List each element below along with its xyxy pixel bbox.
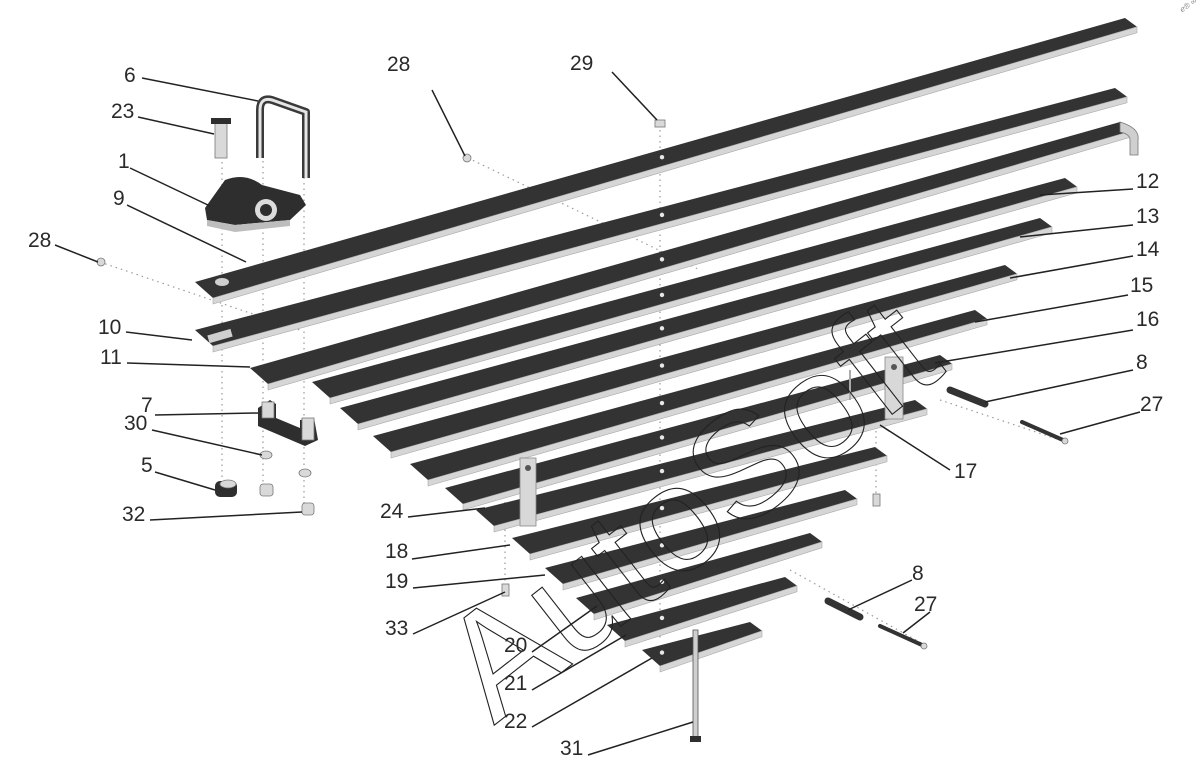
leaf-curled-end (1119, 121, 1139, 156)
leaf-8-edge (462, 363, 953, 511)
callout-33: 33 (385, 617, 408, 640)
nut-32 (301, 502, 315, 516)
leaf-12-edge (593, 541, 823, 621)
leaf-13-edge (624, 585, 798, 648)
center-hole (659, 435, 665, 440)
callout-17: 17 (954, 460, 977, 483)
callout-18: 18 (385, 540, 408, 563)
callout-12: 12 (1136, 170, 1159, 193)
nut-5 (215, 479, 237, 497)
leaf-9-edge (493, 408, 928, 533)
rivet-right (872, 493, 881, 507)
center-hole (659, 505, 665, 511)
bolt-23 (211, 118, 231, 159)
leaf-5-edge (357, 226, 1053, 431)
callout-22: 22 (504, 710, 527, 733)
rebound-clip-17 (849, 356, 904, 420)
callout-1: 1 (118, 150, 130, 173)
callout-20: 20 (504, 634, 527, 657)
callout-23: 23 (111, 100, 134, 123)
bolt-27-lower (878, 624, 928, 650)
callout-6: 6 (124, 64, 136, 87)
center-hole (659, 400, 665, 406)
leaf-6-top (373, 265, 1017, 452)
rivet-33 (501, 583, 510, 597)
nut-middle (259, 483, 274, 497)
callout-16: 16 (1136, 308, 1159, 331)
callout-14: 14 (1136, 238, 1160, 261)
leaf-7-edge (427, 318, 988, 487)
leaf-eye-hole (215, 278, 229, 286)
callout-27-upper: 27 (1140, 393, 1163, 416)
leaf-8-top (445, 355, 952, 504)
callout-27-lower: 27 (914, 593, 937, 616)
callout-21: 21 (504, 672, 527, 695)
spring-bracket (205, 176, 306, 232)
callout-8-lower: 8 (912, 562, 924, 585)
u-bolt (256, 95, 310, 178)
leaf-3-top (250, 122, 1132, 384)
callout-28-left: 28 (28, 229, 51, 252)
bolt-head-29 (654, 119, 666, 128)
leaf-4-top (312, 178, 1077, 398)
callout-13: 13 (1136, 205, 1159, 228)
callout-9: 9 (113, 187, 125, 210)
washers (259, 450, 312, 478)
center-hole (659, 292, 665, 298)
leaf-1-top (195, 18, 1137, 298)
leaf-slot (207, 328, 233, 344)
center-hole (659, 615, 665, 621)
callout-10: 10 (98, 316, 121, 339)
center-hole (659, 212, 665, 218)
callout-29: 29 (570, 52, 593, 75)
callout-19: 19 (385, 570, 408, 593)
center-hole (659, 326, 665, 331)
leaf-14-top (642, 622, 762, 666)
leaf-2-top (195, 88, 1127, 346)
center-hole (659, 363, 665, 368)
callout-7: 7 (141, 394, 153, 417)
center-hole (659, 579, 665, 585)
callout-24: 24 (380, 500, 404, 523)
center-hole (659, 650, 665, 655)
clamp-plate (258, 400, 318, 446)
center-hole (659, 543, 665, 548)
leaf-9-top (476, 400, 927, 526)
center-bolt-31 (690, 629, 701, 742)
sleeve-8-lower (824, 597, 864, 621)
leaf-14-edge (659, 630, 763, 673)
spring-leaves (195, 18, 1139, 673)
callout-28-top: 28 (387, 53, 410, 76)
center-hole (659, 257, 665, 262)
center-hole (659, 468, 665, 474)
callout-30: 30 (124, 412, 147, 435)
leaf-6-edge (390, 273, 1018, 459)
leaf-11-top (545, 490, 857, 584)
leaf-2-edge (212, 96, 1128, 353)
callout-31: 31 (560, 737, 583, 760)
leaf-12-top (576, 533, 822, 614)
leaf-7-top (410, 310, 987, 480)
callouts: 6 23 1 9 28 28 29 10 11 7 30 5 32 12 13 … (28, 52, 1163, 760)
callout-5: 5 (141, 454, 153, 477)
grease-nipple-left (96, 257, 106, 267)
leaf-10-edge (529, 455, 888, 561)
center-hole (659, 155, 665, 160)
sleeve-8-upper (946, 386, 989, 408)
bolt-27-upper (1020, 420, 1069, 445)
rebound-clip-24 (519, 457, 537, 527)
leaf-1-edge (212, 26, 1138, 305)
leaf-13-top (607, 577, 797, 641)
leaf-11-edge (562, 498, 858, 591)
leaf-5-top (340, 218, 1052, 424)
corner-mark: ℯ® ∞ (1178, 0, 1199, 14)
callout-11: 11 (100, 346, 122, 369)
callout-32: 32 (122, 503, 145, 526)
leaf-10-top (512, 447, 887, 554)
leader-lines (54, 71, 1141, 756)
callout-8-upper: 8 (1136, 351, 1148, 374)
callout-15: 15 (1130, 274, 1153, 297)
